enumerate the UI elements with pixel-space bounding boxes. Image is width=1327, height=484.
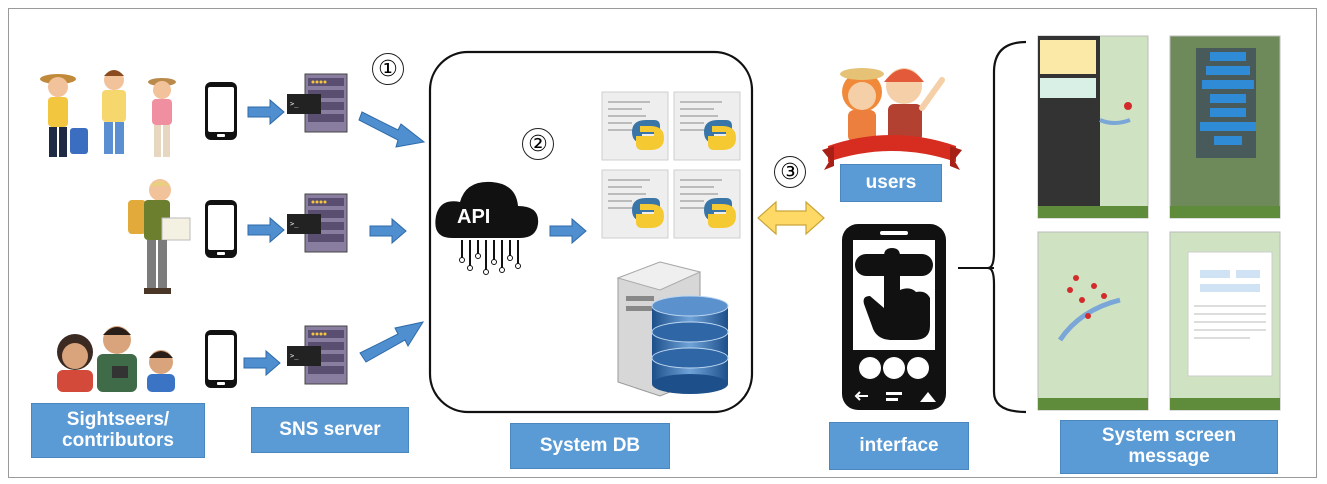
label-interface: interface bbox=[829, 422, 969, 470]
api-cloud-icon bbox=[435, 181, 539, 275]
tourist-group-icon bbox=[40, 70, 176, 157]
map-screenshot-icon bbox=[1037, 231, 1149, 411]
arrow-phone-to-server bbox=[247, 99, 285, 125]
touch-phone-icon bbox=[842, 224, 946, 410]
step-number-1: ① bbox=[372, 53, 404, 85]
diagram-frame bbox=[8, 8, 1317, 478]
happy-travelers-icon bbox=[840, 68, 945, 142]
database-server-icon bbox=[616, 261, 729, 397]
python-file-icon bbox=[601, 169, 669, 239]
server-icon bbox=[286, 325, 348, 385]
hiker-with-map-icon bbox=[128, 179, 191, 294]
label-sightseers: Sightseers/ contributors bbox=[31, 403, 205, 458]
step-number-2: ② bbox=[522, 128, 554, 160]
step-number-3: ③ bbox=[774, 156, 806, 188]
python-file-icon bbox=[673, 169, 741, 239]
arrow-phone-to-server bbox=[247, 217, 285, 243]
arrow-phone-to-server bbox=[243, 350, 281, 376]
server-icon bbox=[286, 73, 348, 133]
map-screenshot-icon bbox=[1037, 35, 1149, 219]
arrow-server-to-db-middle bbox=[369, 218, 407, 244]
map-screenshot-icon bbox=[1169, 35, 1281, 219]
label-system-screen-message: System screen message bbox=[1060, 420, 1278, 474]
curly-brace bbox=[987, 40, 1027, 414]
red-ribbon-banner bbox=[822, 135, 962, 170]
python-file-icon bbox=[601, 91, 669, 161]
label-users: users bbox=[840, 164, 942, 202]
smartphone-icon bbox=[205, 330, 237, 388]
double-arrow-db-interface bbox=[757, 200, 825, 236]
label-system-db: System DB bbox=[510, 423, 670, 469]
python-file-icon bbox=[673, 91, 741, 161]
smartphone-icon bbox=[205, 200, 237, 258]
server-icon bbox=[286, 193, 348, 253]
api-label: API bbox=[457, 206, 491, 228]
smartphone-icon bbox=[205, 82, 237, 140]
family-icon bbox=[57, 326, 175, 392]
arrow-server-to-db-top bbox=[358, 111, 426, 148]
map-screenshot-icon bbox=[1169, 231, 1281, 411]
label-sns-server: SNS server bbox=[251, 407, 409, 453]
arrow-server-to-db-bottom bbox=[359, 321, 425, 363]
